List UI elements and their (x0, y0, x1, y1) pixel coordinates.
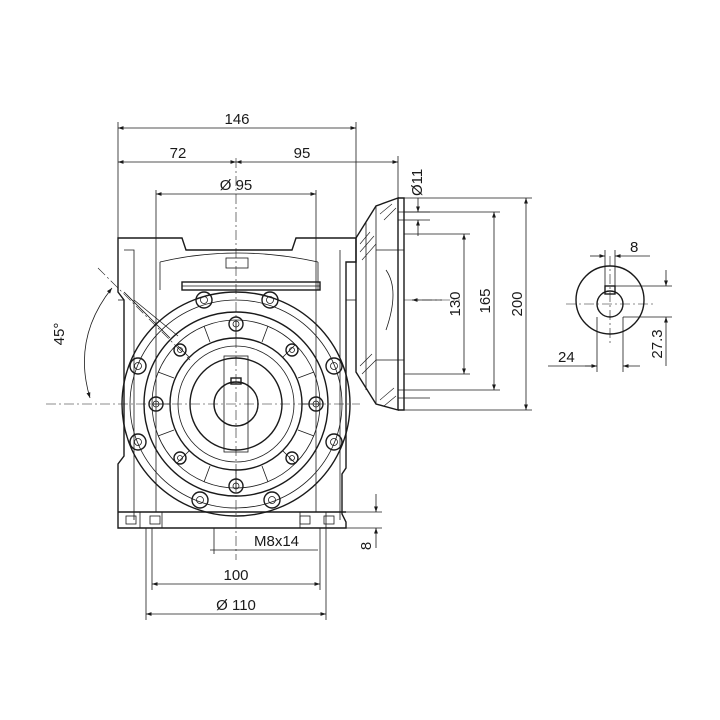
dim-angle-label: 45° (51, 323, 68, 346)
dim-27-3-label: 27.3 (649, 329, 666, 358)
dimension-key-height: 27.3 (615, 270, 672, 366)
dimension-top-bore: Ø 95 (155, 177, 317, 512)
dim-146-label: 146 (224, 111, 249, 128)
dimension-angle: 45° (51, 287, 113, 399)
gearbox-housing (117, 237, 357, 529)
dim-72-label: 72 (170, 145, 187, 162)
dim-dia110-label: Ø 110 (216, 597, 256, 614)
dim-dia95-label: Ø 95 (220, 177, 253, 194)
dim-100-label: 100 (223, 567, 248, 584)
dimension-key-width: 8 (590, 239, 650, 286)
dimension-foot-thickness: 8 (346, 494, 382, 550)
dim-key-8-label: 8 (630, 239, 638, 256)
dimension-center-flange: 95 (236, 145, 399, 198)
dimension-flange-pcd: 165 (430, 211, 500, 391)
dimension-flange-pilot: 130 (404, 233, 470, 375)
dim-130-label: 130 (447, 291, 464, 316)
motor-flange (355, 197, 442, 411)
dim-24-label: 24 (558, 349, 575, 366)
dimension-thread: M8x14 (210, 528, 318, 554)
dimension-flange-hole: Ø11 (404, 169, 430, 236)
dim-8-foot-label: 8 (358, 542, 375, 550)
dim-165-label: 165 (477, 288, 494, 313)
dimension-foot-spacing: 100 (151, 528, 321, 590)
dimension-base-diameter: Ø 110 (145, 528, 327, 620)
dimension-flange-outer: 200 (404, 197, 532, 411)
dimension-left-center: 72 (118, 145, 236, 164)
dim-200-label: 200 (509, 291, 526, 316)
flange-hatching (359, 203, 397, 407)
shaft-section-detail (566, 256, 654, 346)
dim-dia11-label: Ø11 (409, 169, 426, 196)
dim-95-label: 95 (294, 145, 311, 162)
dimension-shaft-diameter: 24 (548, 317, 640, 372)
dim-m8x14-label: M8x14 (254, 533, 299, 550)
centerlines (46, 158, 460, 560)
dimension-overall-width: 146 (117, 111, 357, 238)
